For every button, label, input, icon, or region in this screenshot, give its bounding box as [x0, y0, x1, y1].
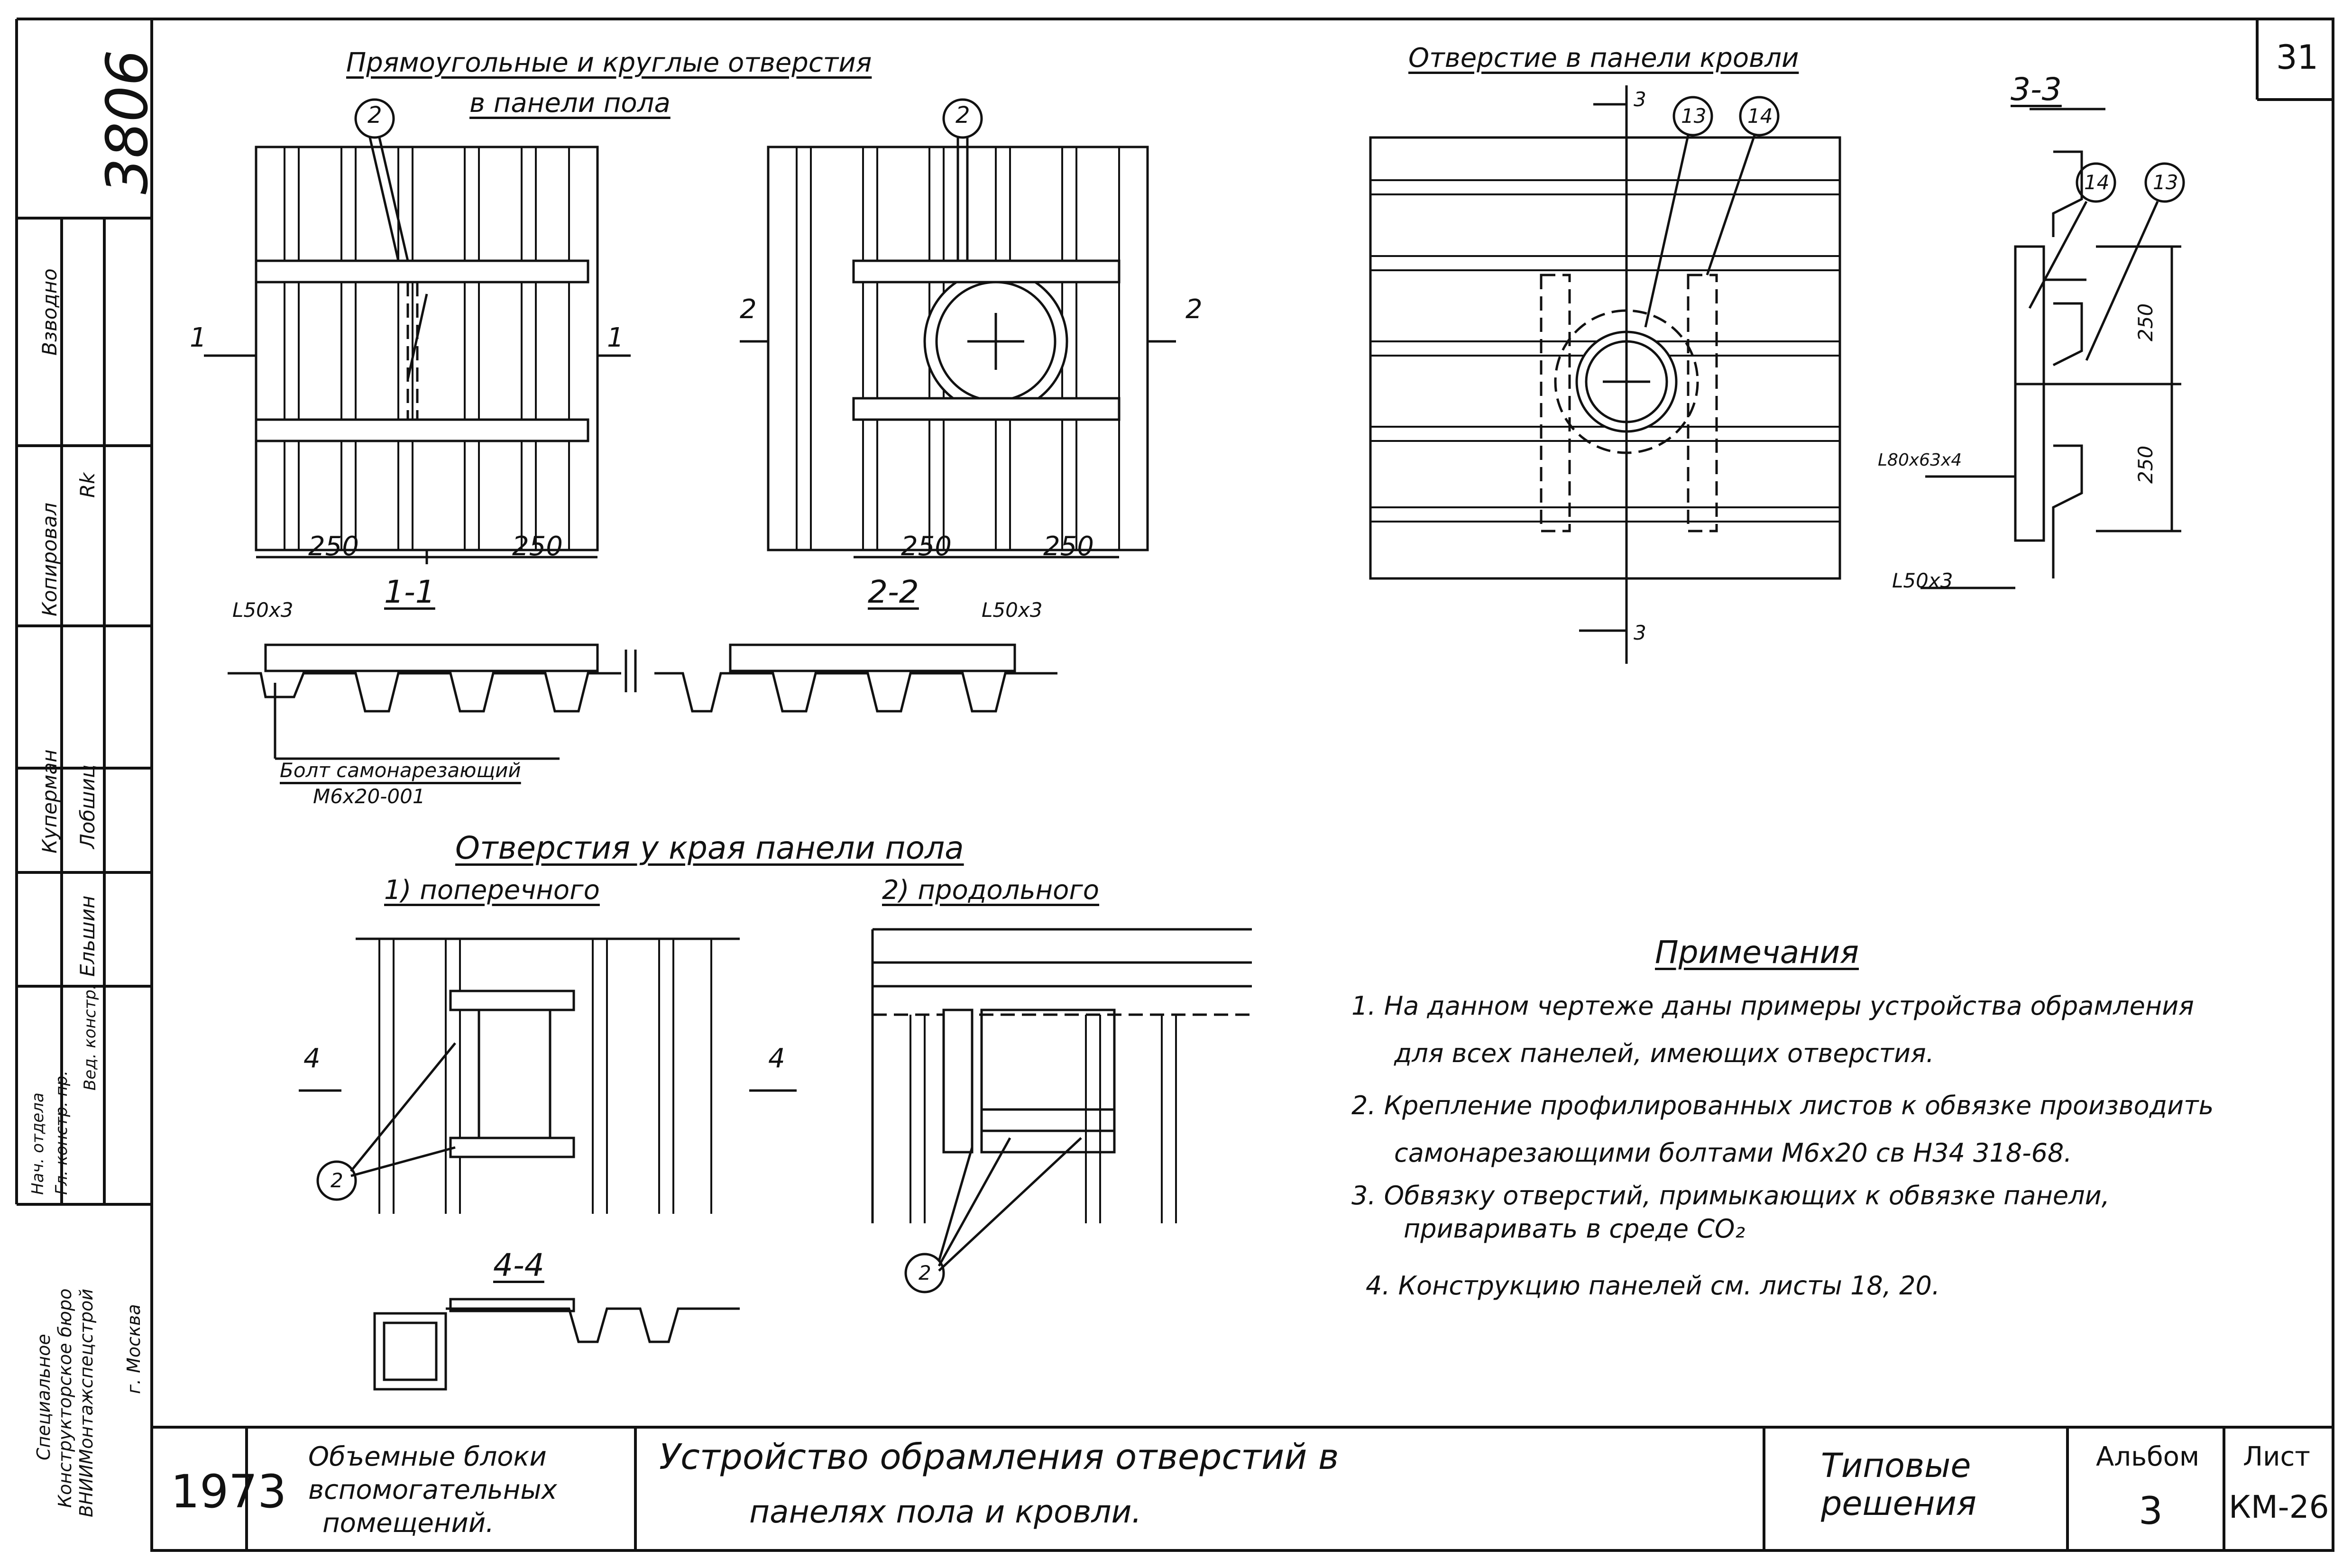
- section-mark-1-left: 1: [190, 322, 207, 353]
- sheet-number: 31: [2276, 38, 2319, 77]
- stamp-signature-3: Ельшин: [76, 895, 99, 977]
- stamp-signature-2: Лобшиц: [76, 764, 99, 849]
- notes-title: Примечания: [1655, 934, 1859, 971]
- edge-opening-longitudinal-title: 2) продольного: [882, 875, 1100, 906]
- dimension-250-a: 250: [308, 531, 359, 562]
- section-mark-4-right: 4: [768, 1043, 785, 1074]
- stamp-signature-1: Rk: [76, 472, 99, 498]
- dimension-250-lower: 250: [2134, 445, 2157, 484]
- stamp-role-5: Гл. констр. пр.: [52, 1070, 71, 1195]
- dimension-250-upper: 250: [2134, 303, 2157, 341]
- section-mark-2-left: 2: [740, 294, 757, 325]
- album-label: Альбом: [2096, 1441, 2200, 1472]
- title-series-line1: Типовые: [1821, 1446, 1971, 1485]
- stamp-city: г. Москва: [123, 1304, 144, 1394]
- dimension-250-d: 250: [1043, 531, 1094, 562]
- stamp-role-2: Копировал: [38, 503, 61, 616]
- stamp-org-line2: Конструкторское бюро: [55, 1288, 75, 1508]
- note-line-2: для всех панелей, имеющих отверстия.: [1394, 1038, 1934, 1068]
- note-line-5: 3. Обвязку отверстий, примыкающих к обвя…: [1351, 1181, 2110, 1210]
- edge-openings-title: Отверстия у края панели пола: [455, 830, 964, 866]
- dimension-250-c: 250: [901, 531, 952, 562]
- stamp-role-4: Нач. отдела: [28, 1092, 47, 1195]
- callout-2-left: 2: [368, 102, 382, 128]
- callout-14-roof: 14: [1747, 104, 1773, 128]
- section-mark-2-right: 2: [1185, 294, 1203, 325]
- note-line-7: 4. Конструкцию панелей см. листы 18, 20.: [1366, 1271, 1940, 1301]
- title-object-line1: Объемные блоки: [308, 1441, 547, 1472]
- angle-label-50: L50x3: [1892, 569, 1953, 592]
- angle-label-left: L50x3: [232, 598, 294, 622]
- callout-13-section: 13: [2153, 171, 2178, 194]
- title-series-line2: решения: [1821, 1484, 1976, 1523]
- stamp-org-line3: ВНИИМонтажспецстрой: [76, 1288, 97, 1517]
- callout-14-section: 14: [2084, 171, 2110, 194]
- title-year: 1973: [171, 1465, 287, 1518]
- bolt-label-line1: Болт самонарезающий: [280, 759, 521, 782]
- section-4-4: [375, 1299, 740, 1389]
- stamp-role-1: Взводно: [38, 268, 61, 356]
- angle-label-80: L80x63x4: [1878, 450, 1962, 470]
- callout-2-round: 2: [956, 102, 970, 128]
- sheet-value: КМ-26: [2229, 1489, 2329, 1525]
- dimension-250-b: 250: [512, 531, 563, 562]
- roof-panel-plan: [1370, 85, 1840, 664]
- section-mark-1-right: 1: [607, 322, 624, 353]
- edge-opening-transverse: [299, 939, 797, 1214]
- section-profile-1-1-2-2: [228, 645, 1057, 759]
- bolt-label-line2: М6x20-001: [313, 785, 425, 808]
- sheet-frame: [152, 19, 2333, 1550]
- section-title-1-1: 1-1: [384, 574, 435, 610]
- floor-panel-title-line1: Прямоугольные и круглые отверстия: [346, 47, 872, 78]
- section-title-2-2: 2-2: [868, 574, 919, 610]
- title-object-line2: вспомогательных: [308, 1475, 557, 1505]
- album-value: 3: [2139, 1489, 2163, 1533]
- stamp-role-6: Вед. констр.: [81, 984, 100, 1091]
- callout-13-roof: 13: [1681, 104, 1707, 128]
- title-drawing-line2: панелях пола и кровли.: [749, 1494, 1142, 1530]
- floor-panel-plan-rect: [204, 100, 631, 564]
- section-3-3: [1920, 109, 2184, 588]
- angle-label-right: L50x3: [982, 598, 1043, 622]
- stamp-org-line1: Специальное: [33, 1334, 54, 1460]
- section-title-4-4: 4-4: [493, 1247, 544, 1284]
- floor-panel-plan-round: [740, 100, 1176, 557]
- edge-opening-transverse-title: 1) поперечного: [384, 875, 600, 906]
- section-mark-3-bottom: 3: [1634, 621, 1646, 644]
- callout-2-longitudinal: 2: [919, 1261, 931, 1284]
- title-object-line3: помещений.: [322, 1508, 494, 1539]
- title-drawing-line1: Устройство обрамления отверстий в: [659, 1437, 1339, 1477]
- archive-number: 3806: [95, 49, 161, 194]
- section-mark-4-left: 4: [303, 1043, 321, 1074]
- callout-2-transverse: 2: [331, 1169, 343, 1192]
- section-mark-3-top: 3: [1634, 88, 1646, 111]
- note-line-6: приваривать в среде CO₂: [1404, 1214, 1746, 1244]
- roof-panel-title: Отверстие в панели кровли: [1408, 43, 1799, 73]
- note-line-1: 1. На данном чертеже даны примеры устрой…: [1351, 991, 2194, 1021]
- stamp-role-3: Куперман: [38, 749, 61, 853]
- edge-opening-longitudinal: [873, 929, 1252, 1292]
- floor-panel-title-line2: в панели пола: [469, 88, 671, 119]
- section-title-3-3: 3-3: [2011, 71, 2062, 108]
- note-line-3: 2. Крепление профилированных листов к об…: [1351, 1091, 2214, 1120]
- sheet-label: Лист: [2243, 1441, 2310, 1472]
- note-line-4: самонарезающими болтами М6x20 св Н34 318…: [1394, 1138, 2072, 1168]
